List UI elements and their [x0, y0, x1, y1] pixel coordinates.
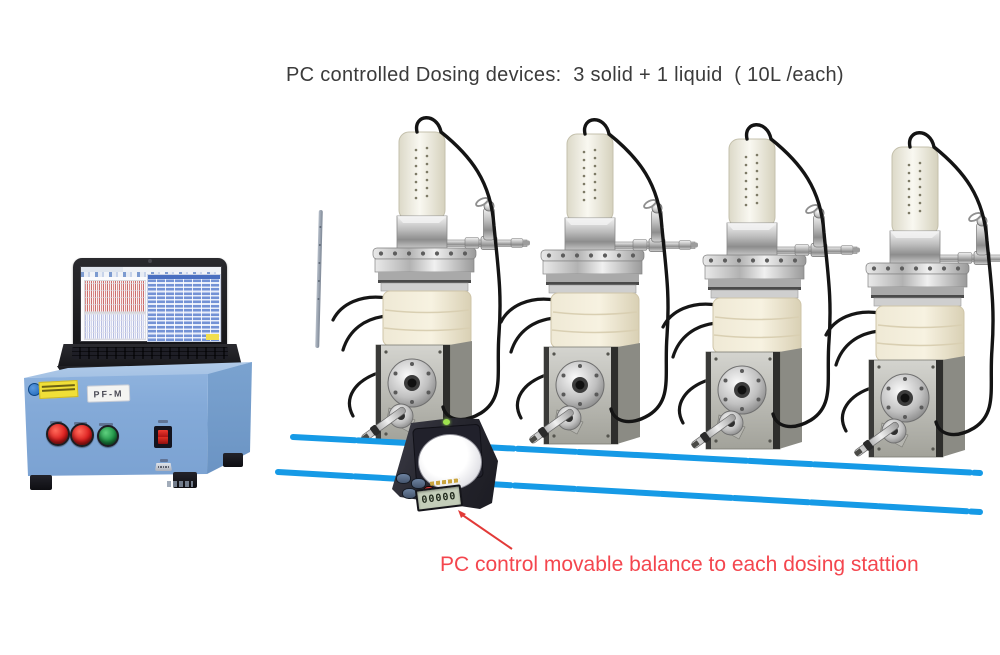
diagram-title: PC controlled Dosing devices: 3 solid + …: [286, 64, 844, 86]
chart-panel-top: [84, 280, 146, 313]
push-button-red-1: [46, 422, 70, 446]
table-header: [148, 275, 220, 279]
model-name-plate: PF-M: [86, 384, 131, 403]
button-label: [158, 420, 168, 423]
balance-button: [396, 473, 411, 484]
port-label: [160, 459, 168, 462]
data-table: [147, 274, 221, 342]
laptop-screen: [80, 266, 222, 342]
push-button-green: [97, 425, 119, 447]
keyboard: [72, 347, 228, 359]
balance-display: 00000: [414, 484, 464, 512]
box-foot: [223, 453, 243, 467]
push-button-red-2: [70, 423, 94, 447]
webcam-icon: [148, 259, 152, 263]
box-foot: [30, 475, 52, 490]
balance-annotation: PC control movable balance to each dosin…: [440, 553, 919, 576]
manufacturer-logo: [167, 481, 193, 487]
screen-menu-bar: [81, 267, 221, 272]
power-switch: [154, 426, 172, 448]
chart-panel-bottom: [84, 313, 146, 340]
db9-connector: [155, 463, 172, 471]
warning-sticker: [38, 379, 79, 400]
highlight-cell: [206, 334, 219, 340]
status-led-icon: [443, 419, 450, 425]
movable-balance: 00000: [392, 417, 504, 513]
laptop-base: [58, 344, 242, 366]
laptop-lid: [73, 258, 227, 346]
dosing-device-4: [824, 131, 1000, 461]
button-label: [99, 423, 113, 426]
